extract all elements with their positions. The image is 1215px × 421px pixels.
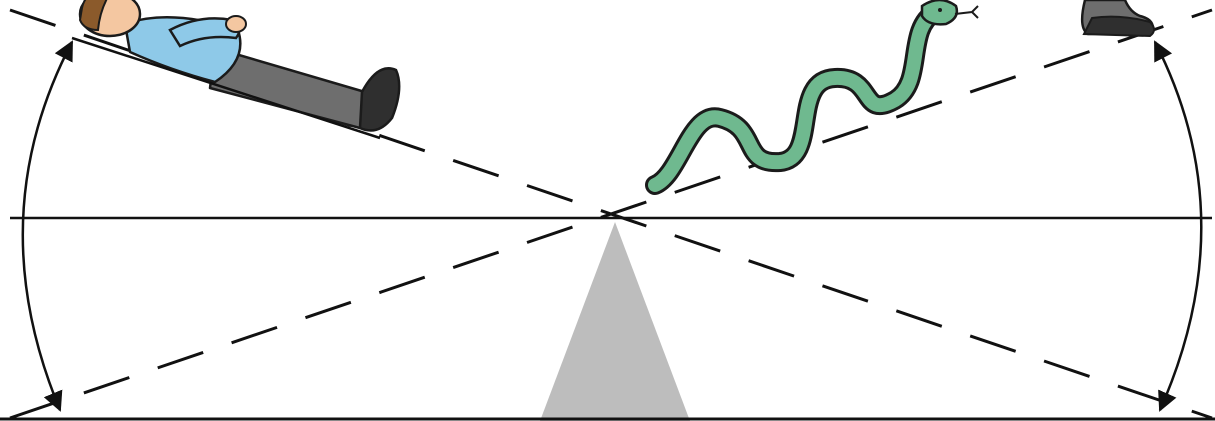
left-angle-arrow bbox=[21, 40, 74, 412]
fulcrum-triangle bbox=[540, 222, 690, 421]
tilted-beam-right-up bbox=[9, 8, 1213, 420]
person-lying-icon bbox=[71, 0, 401, 140]
snake-icon bbox=[645, 0, 979, 195]
shoe-icon bbox=[1080, 0, 1155, 38]
right-angle-arrow bbox=[1153, 40, 1203, 412]
